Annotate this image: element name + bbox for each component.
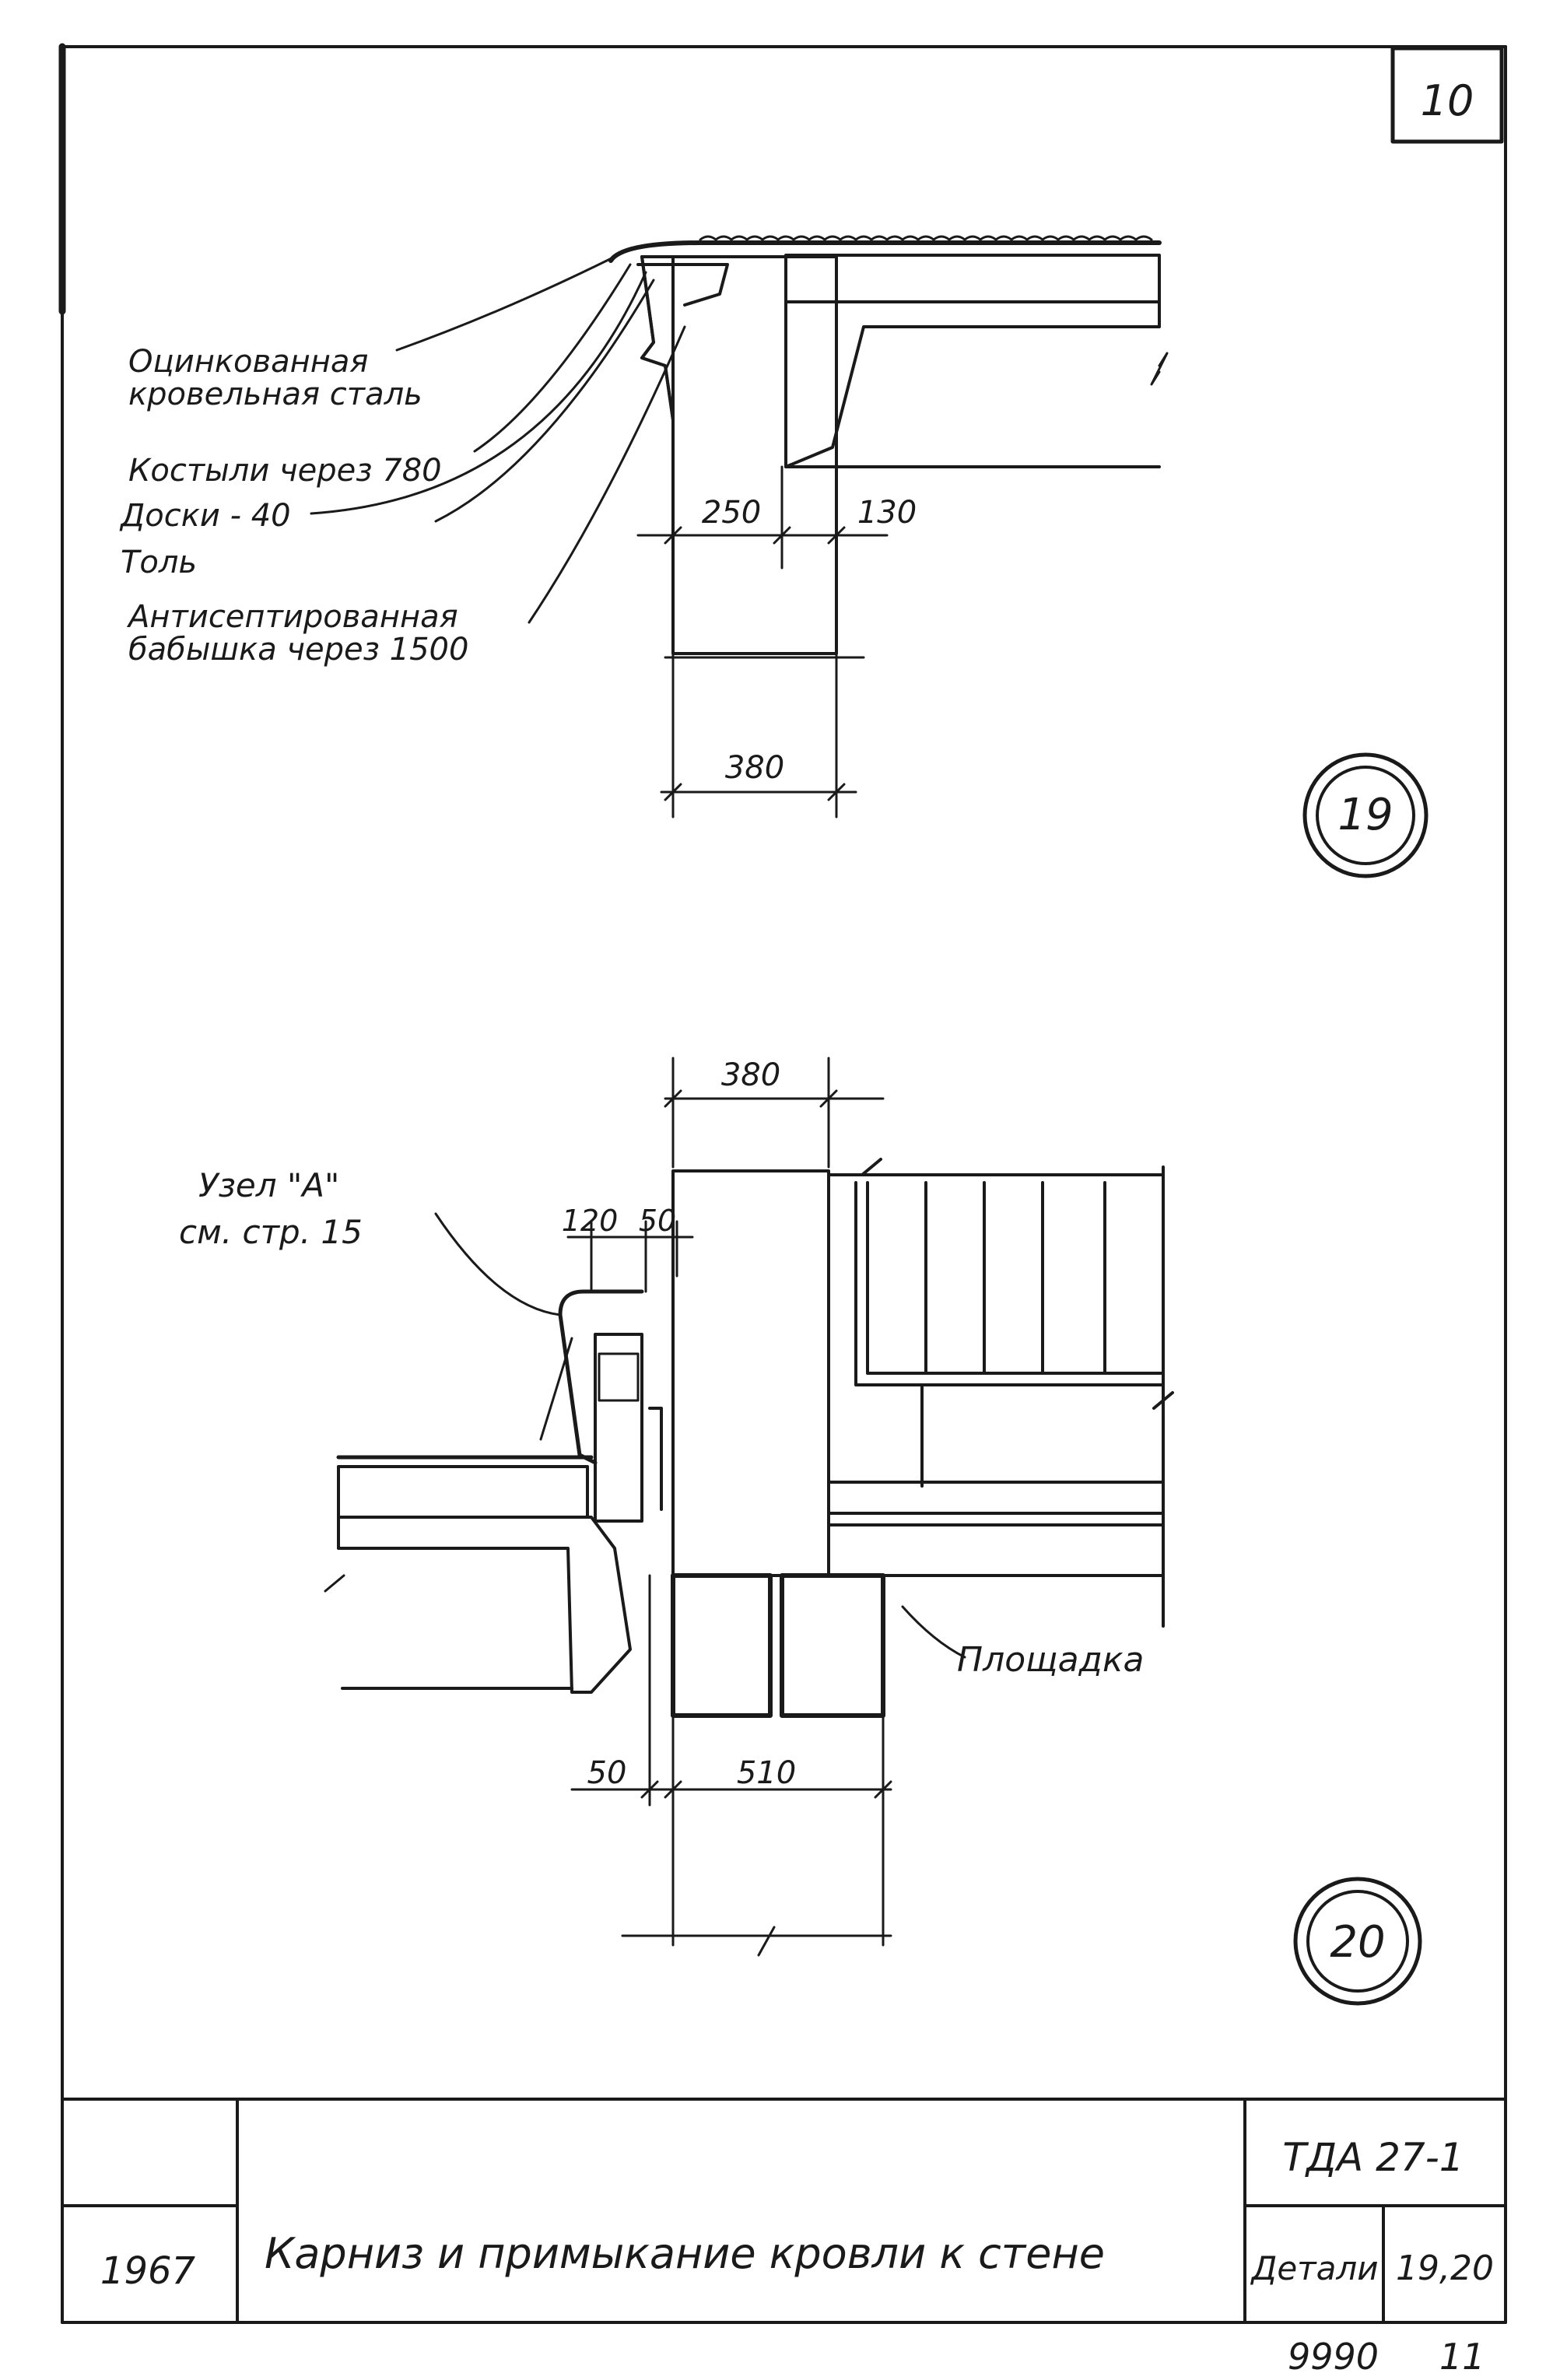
dim-120: 120 [562,1204,619,1238]
detail-20-drawing [324,1057,1174,1957]
detail-19-marker: 19 [1302,752,1429,878]
dim-130: 130 [857,495,917,531]
title-text: Карниз и примыкание кровли к стене [265,2229,1105,2278]
node-a-ref: см. стр. 15 [179,1213,363,1251]
platform-label: Площадка [957,1640,1145,1680]
dim-50-left: 50 [587,1755,627,1791]
sheet-number: 11 [1439,2336,1485,2378]
node-a-label: Узел "А" [198,1166,339,1204]
detail-20-marker: 20 [1293,1877,1422,2006]
detail-19-drawing [310,235,1169,818]
details-label: Детали [1250,2249,1379,2287]
sheet-frame [58,43,1507,2324]
detail-20-labels: Узел "А" см. стр. 15 380 120 50 50 510 П… [179,1057,1145,1791]
callout-tol: Толь [121,545,197,580]
dim-250: 250 [702,495,761,531]
page-number-box: 10 [1390,46,1504,144]
callout-boards: Доски - 40 [119,498,291,534]
dim-50-top: 50 [639,1204,676,1238]
callout-antiseptic-2: бабышка через 1500 [128,632,468,668]
archive-number: 9990 [1288,2336,1379,2378]
marker-20: 20 [1330,1917,1385,1968]
title-block [61,2098,1507,2324]
dim-510: 510 [737,1755,796,1791]
detail-19-dimensions: 250 130 380 [702,495,917,786]
details-value: 19,20 [1396,2249,1494,2288]
detail-19-callouts: Оцинкованная кровельная сталь Костыли че… [119,344,468,668]
title-code: ТДА 27-1 [1282,2135,1464,2180]
dim-380-top: 380 [725,750,784,786]
callout-galvanized-1: Оцинкованная [128,344,368,380]
callout-antiseptic-1: Антисептированная [126,599,458,635]
page-number: 10 [1421,76,1474,125]
dim-380-bottom: 380 [721,1057,780,1093]
callout-galvanized-2: кровельная сталь [128,377,422,412]
title-year: 1967 [100,2249,196,2293]
callout-crutches: Костыли через 780 [128,453,442,489]
marker-19: 19 [1337,790,1393,840]
